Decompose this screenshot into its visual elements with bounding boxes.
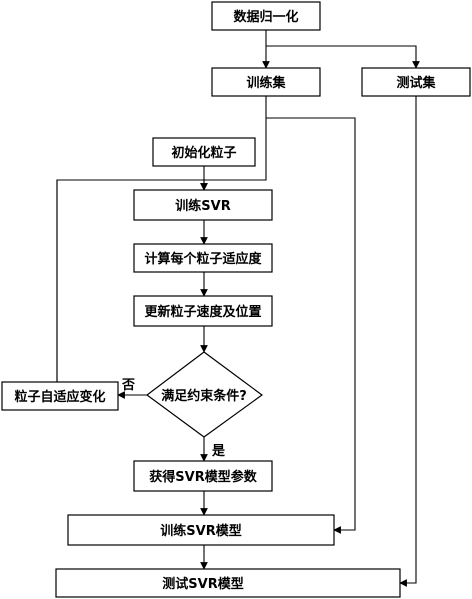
edge-label-yes: 是 [211,444,226,459]
edge-adapt-to-train-svr [56,179,208,382]
node-fitness-label: 计算每个粒子适应度 [144,251,262,267]
node-train-set-label: 训练集 [246,75,286,91]
node-check: 满足约束条件? [145,351,264,438]
edge-label-no: 否 [121,378,135,393]
edge-train-set-to-train-model [266,117,356,534]
node-init-particles: 初始化粒子 [152,137,256,167]
node-train-model-label: 训练SVR模型 [160,523,241,539]
node-check-label: 满足约束条件? [161,388,247,404]
node-normalize-label: 数据归一化 [233,9,298,25]
node-train-svr-label: 训练SVR [175,198,230,214]
node-get-params: 获得SVR模型参数 [133,460,273,492]
node-update-label: 更新粒子速度及位置 [144,304,261,320]
node-update: 更新粒子速度及位置 [133,295,273,327]
node-adapt-label: 粒子自适应变化 [14,389,105,405]
node-get-params-label: 获得SVR模型参数 [149,469,257,485]
node-train-svr: 训练SVR [133,189,273,221]
node-adapt: 粒子自适应变化 [1,381,119,411]
node-fitness: 计算每个粒子适应度 [133,243,273,273]
node-init-particles-label: 初始化粒子 [171,145,236,161]
node-test-set: 测试集 [361,67,471,97]
node-test-model: 测试SVR模型 [55,568,401,598]
node-train-set: 训练集 [211,67,321,97]
node-test-set-label: 测试集 [396,75,436,91]
edge-normalize-to-test-set [266,45,420,69]
node-test-model-label: 测试SVR模型 [162,576,243,592]
node-normalize: 数据归一化 [211,1,321,31]
node-train-model: 训练SVR模型 [67,514,335,546]
edge-test-set-to-test-model [399,96,417,587]
